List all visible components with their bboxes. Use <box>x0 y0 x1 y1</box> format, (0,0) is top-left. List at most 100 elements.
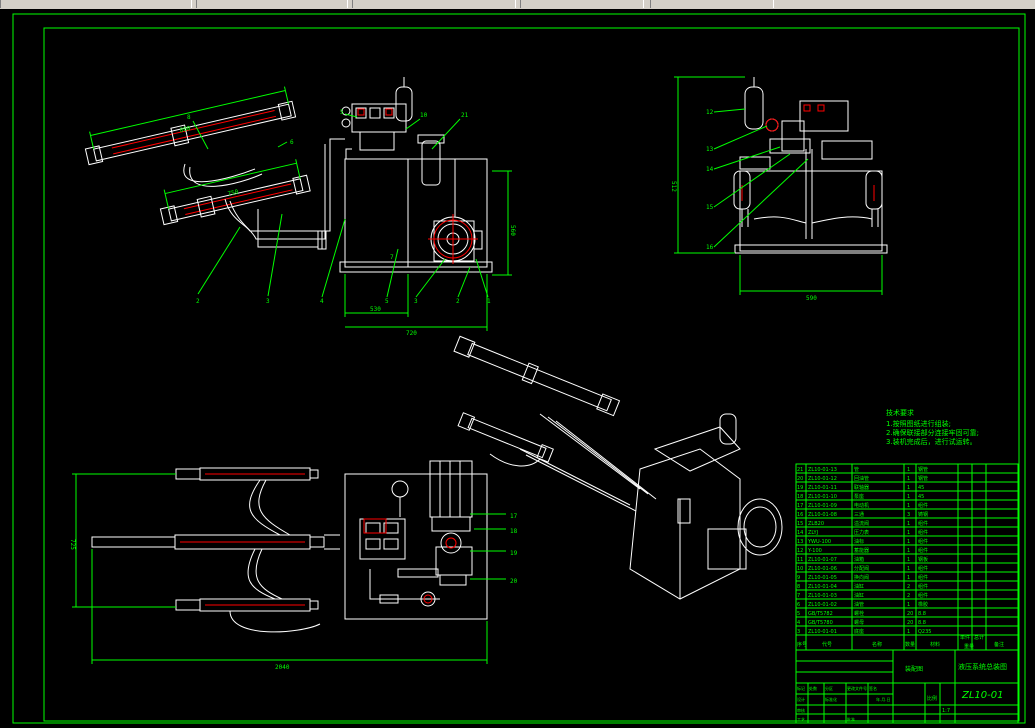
tech-note-line: 3.装机完成后，进行试运转。 <box>886 437 977 446</box>
balloon: 18 <box>510 528 518 535</box>
top-view-dimensions <box>72 473 506 664</box>
balloon: 13 <box>706 146 714 153</box>
bom-cell: 13 <box>797 539 803 545</box>
bom-header-cell: 代号 <box>822 641 832 648</box>
bom-cell: ZL10-01-13 <box>808 467 837 473</box>
toolbar-tab[interactable] <box>196 0 348 8</box>
bom-cell: ZL10-01-03 <box>808 593 837 599</box>
side-view-dimensions <box>674 76 883 295</box>
toolbar-tab[interactable] <box>650 0 774 8</box>
front-dim-label: 750 <box>227 188 240 197</box>
balloon: 21 <box>461 112 469 119</box>
bom-cell: 16 <box>797 512 803 518</box>
bom-cell: 钢板 <box>918 556 928 563</box>
bom-cell: 8.8 <box>918 620 926 626</box>
side-dim-label: 512 <box>670 181 677 192</box>
front-dim-label: 720 <box>406 330 417 337</box>
toolbar-tab[interactable] <box>0 0 192 8</box>
bom-cell: 组件 <box>918 574 928 581</box>
bom-cell: 1 <box>907 548 910 554</box>
tb-cell: 更改文件号 <box>847 685 867 691</box>
tb-cell: 标准化 <box>825 696 837 702</box>
bom-cell: 10 <box>797 566 803 572</box>
bill-of-materials <box>795 463 1019 651</box>
bom-cell: 组件 <box>918 547 928 554</box>
bom-cell: 组件 <box>918 592 928 599</box>
balloon: 16 <box>706 244 714 251</box>
balloon: 3 <box>414 298 418 305</box>
drawing-outer-frame <box>12 13 1026 724</box>
balloon: 14 <box>706 166 714 173</box>
bom-cell: ZL10-01-05 <box>808 575 837 581</box>
tb-cell: 年.月.日 <box>876 696 891 702</box>
tb-cell: 标记 <box>797 685 805 691</box>
balloon: 17 <box>510 513 518 520</box>
balloon: 7 <box>390 254 394 261</box>
drawing-title: 液压系统总装图 <box>958 662 1007 671</box>
title-block <box>795 649 1019 724</box>
bom-cell: ZL10-01-10 <box>808 494 837 500</box>
balloon: 5 <box>385 298 389 305</box>
bom-cell: 钢管 <box>918 466 928 473</box>
bom-cell: 19 <box>797 485 803 491</box>
bom-cell: 组件 <box>918 520 928 527</box>
bom-cell: 2 <box>907 593 910 599</box>
drawing-subtitle: 装配图 <box>905 665 923 673</box>
bom-cell: 管 <box>854 466 859 473</box>
balloon: 5 <box>340 109 344 116</box>
bom-cell: 油缸 <box>854 583 864 590</box>
balloon: 8 <box>187 114 191 121</box>
bom-cell: ZL10-01-06 <box>808 566 837 572</box>
application-toolbar <box>0 0 1035 9</box>
balloon: 12 <box>706 109 714 116</box>
top-dim-label: 2040 <box>275 664 290 671</box>
bom-cell: 1 <box>907 557 910 563</box>
bom-cell: 20 <box>907 620 913 626</box>
bom-header-cell: 备注 <box>994 641 1004 648</box>
tb-cell: 审核 <box>797 707 805 713</box>
scale-label: 比例 <box>927 695 937 702</box>
bom-cell: 油管 <box>854 601 864 608</box>
bom-cell: 组件 <box>918 565 928 572</box>
tech-note-line: 1.按照图纸进行组装; <box>886 419 951 428</box>
bom-weight-label: 重量 <box>964 643 974 650</box>
bom-cell: GB/T5782 <box>808 611 833 617</box>
bom-cell: 油缸 <box>854 592 864 599</box>
balloon: 6 <box>290 139 294 146</box>
bom-cell: 11 <box>797 557 803 563</box>
front-dim-label: 560 <box>509 225 516 236</box>
bom-cell: 8.8 <box>918 611 926 617</box>
bom-cell: 钢管 <box>918 475 928 482</box>
scale-value: 1:7 <box>942 708 950 714</box>
bom-cell: 2 <box>907 584 910 590</box>
bom-cell: 联轴器 <box>854 484 869 491</box>
bom-cell: 1 <box>907 602 910 608</box>
bom-header-cell: 数量 <box>905 641 915 648</box>
bom-cell: ZLB20 <box>808 521 824 527</box>
bom-cell: ZLYJ <box>808 530 818 536</box>
toolbar-tab[interactable] <box>520 0 644 8</box>
bom-cell: 组件 <box>918 538 928 545</box>
bom-cell: 油箱 <box>854 556 864 563</box>
cad-drawing-canvas[interactable]: 800 750 560 530 720 8 6 5 10 21 2 3 4 5 … <box>0 9 1035 728</box>
tech-notes: 技术要求 1.按照图纸进行组装; 2.确保联接部分连接牢固可靠; 3.装机完成后… <box>886 408 979 446</box>
bom-cell: Q235 <box>918 629 931 635</box>
bom-cell: 4 <box>797 620 800 626</box>
side-dim-label: 590 <box>806 295 817 302</box>
bom-cell: Y-100 <box>807 548 822 554</box>
bom-cell: 铸钢 <box>918 511 928 518</box>
bom-cell: 17 <box>797 503 803 509</box>
bom-cell: 9 <box>797 575 800 581</box>
balloon: 4 <box>320 298 324 305</box>
bom-cell: 1 <box>907 467 910 473</box>
tb-cell: 批准 <box>847 716 855 722</box>
tech-note-line: 2.确保联接部分连接牢固可靠; <box>886 428 979 437</box>
toolbar-tab[interactable] <box>352 0 516 8</box>
bom-cell: 回油管 <box>854 475 869 482</box>
bom-cell: 18 <box>797 494 803 500</box>
bom-cell: 15 <box>797 521 803 527</box>
bom-cell: ZL10-01-01 <box>808 629 837 635</box>
bom-cell: 组件 <box>918 583 928 590</box>
bom-cell: 21 <box>797 467 803 473</box>
bom-cell: 1 <box>907 521 910 527</box>
